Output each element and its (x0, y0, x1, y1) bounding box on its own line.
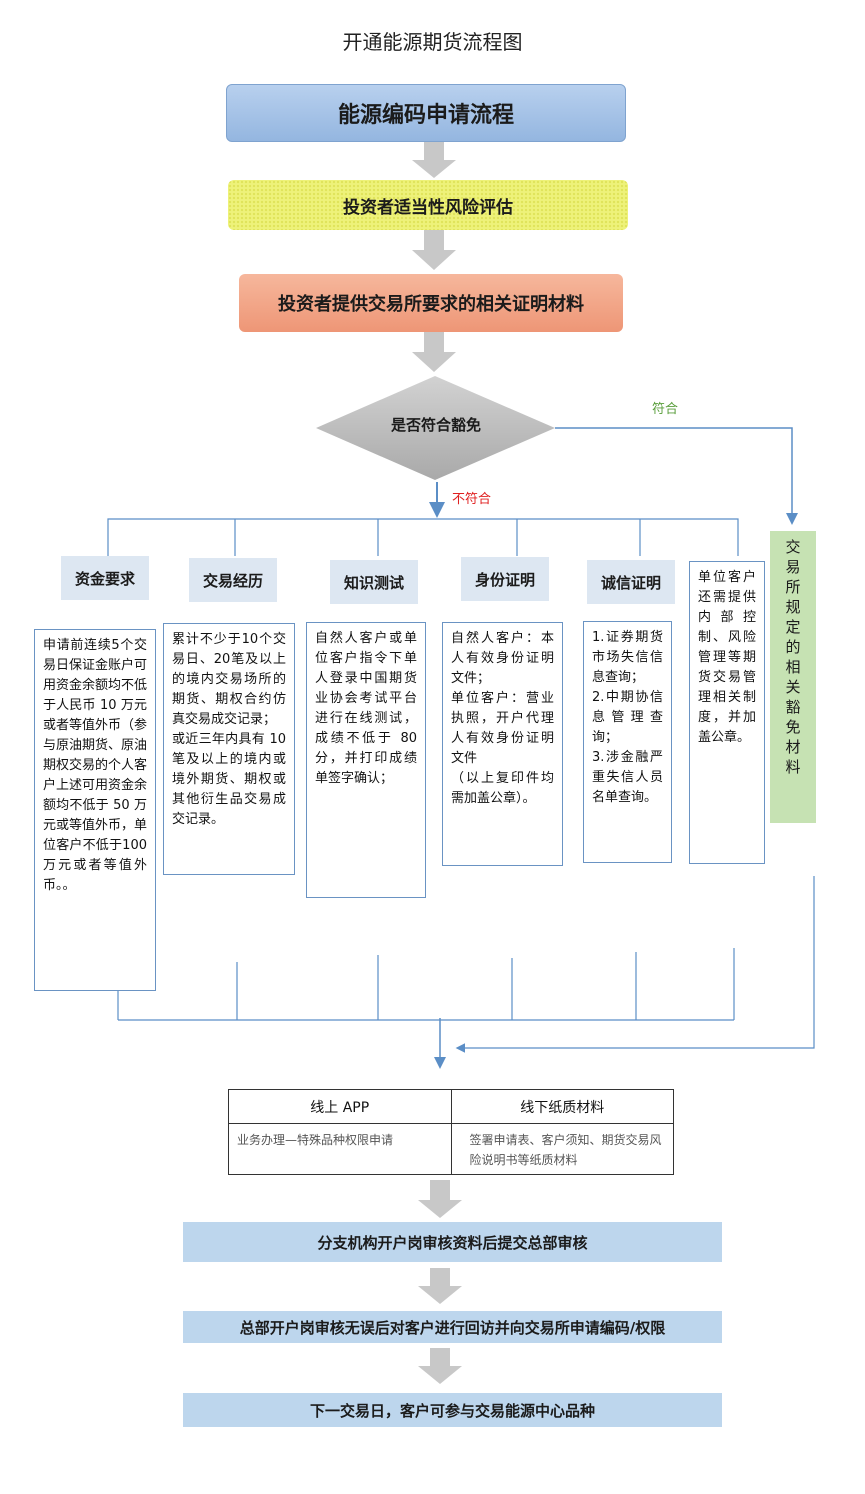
offline-column: 线下纸质材料 签署申请表、客户须知、期货交易风险说明书等纸质材料 (450, 1090, 673, 1174)
collection-lines (117, 876, 815, 1053)
gray-arrow-5 (418, 1268, 462, 1304)
requirement-text-credit-proof: 1.证券期货市场失信信息查询； 2.中期协信息管理查询； 3.涉金融严重失信人员… (583, 621, 672, 863)
no-label: 不符合 (452, 492, 492, 507)
step-headquarters-review: 总部开户岗审核无误后对客户进行回访并向交易所申请编码/权限 (183, 1311, 722, 1343)
requirement-header-identity-proof: 身份证明 (461, 557, 549, 601)
requirement-header-credit-proof: 诚信证明 (587, 560, 675, 604)
gray-arrow-1 (412, 142, 456, 178)
submission-channels-table: 线上 APP 业务办理—特殊品种权限申请 线下纸质材料 签署申请表、客户须知、期… (228, 1089, 674, 1175)
requirement-text-unit-client: 单位客户还需提供内部控制、风险管理等期货交易管理相关制度，并加盖公章。 (689, 561, 765, 864)
offline-header: 线下纸质材料 (451, 1090, 673, 1124)
requirement-text-knowledge-test: 自然人客户或单位客户指令下单人登录中国期货业协会考试平台进行在线测试，成绩不低于… (306, 622, 426, 898)
step-branch-review: 分支机构开户岗审核资料后提交总部审核 (183, 1222, 722, 1262)
step-risk-assessment: 投资者适当性风险评估 (228, 180, 628, 230)
online-header: 线上 APP (229, 1090, 451, 1124)
step-energy-code-application: 能源编码申请流程 (226, 84, 626, 142)
gray-arrow-2 (412, 230, 456, 270)
gray-arrow-4 (418, 1180, 462, 1218)
decision-diamond (316, 376, 555, 480)
requirement-header-funds: 资金要求 (61, 556, 149, 600)
online-text: 业务办理—特殊品种权限申请 (237, 1133, 394, 1147)
requirement-text-trading-experience: 累计不少于10个交易日、20笔及以上的境内交易场所的期货、期权合约仿真交易成交记… (163, 623, 295, 875)
requirement-header-knowledge-test: 知识测试 (330, 560, 418, 604)
offline-text: 签署申请表、客户须知、期货交易风险说明书等纸质材料 (469, 1133, 662, 1167)
gray-arrow-6 (418, 1348, 462, 1384)
gray-arrows (412, 142, 462, 1384)
online-column: 线上 APP 业务办理—特殊品种权限申请 (229, 1090, 451, 1174)
page-title: 开通能源期货流程图 (342, 30, 523, 54)
yes-connector (555, 427, 798, 525)
gray-arrow-3 (412, 332, 456, 372)
distribution-lines (107, 518, 739, 556)
requirement-text-identity-proof: 自然人客户：本人有效身份证明文件； 单位客户：营业执照，开户代理人有效身份证明文… (442, 622, 563, 866)
step-provide-materials: 投资者提供交易所要求的相关证明材料 (239, 274, 623, 332)
decision-question: 是否符合豁免 (390, 416, 481, 434)
requirement-header-trading-experience: 交易经历 (189, 558, 277, 602)
requirement-text-funds: 申请前连续5个交易日保证金账户可用资金余额均不低于人民币 10 万元或者等值外币… (34, 629, 156, 991)
exemption-materials-box: 交易所规定的相关豁免材料 (770, 531, 816, 823)
step-next-trading-day: 下一交易日，客户可参与交易能源中心品种 (183, 1393, 722, 1427)
yes-label: 符合 (652, 402, 679, 417)
exemption-materials-text: 交易所规定的相关豁免材料 (785, 538, 801, 776)
